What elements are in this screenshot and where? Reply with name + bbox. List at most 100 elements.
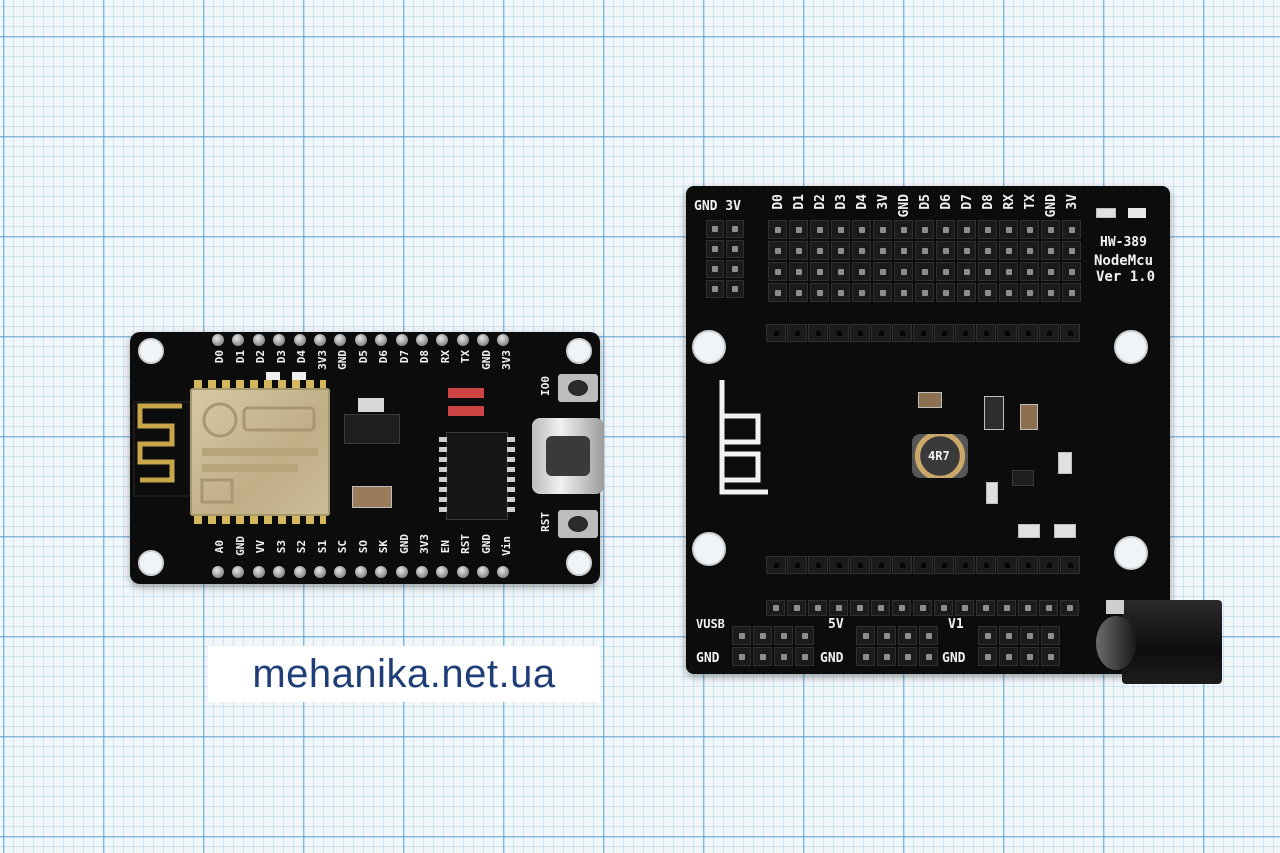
vusb-power-header — [732, 626, 814, 666]
gnd-label: GND — [696, 651, 720, 666]
gnd-label: GND — [942, 651, 966, 666]
board-name: NodeMcu — [1094, 253, 1154, 269]
pin-label: S1 — [316, 540, 329, 554]
pin-label: D2 — [813, 194, 828, 210]
watermark-label: mehanika.net.ua — [208, 646, 600, 702]
pin-label: EN — [439, 540, 452, 554]
pin-label: D1 — [234, 350, 247, 364]
regulator-chip — [1012, 470, 1034, 486]
capacitor — [918, 392, 942, 408]
power-label: VUSB — [696, 617, 725, 631]
pin-label: S3 — [275, 540, 288, 554]
bottom-female-socket — [766, 556, 1080, 574]
pin-label: D2 — [254, 350, 267, 364]
pin-label: D8 — [981, 194, 996, 210]
dc-barrel-jack — [1096, 600, 1224, 684]
corner-header-label: GND 3V — [694, 199, 741, 214]
v1-power-header — [978, 626, 1060, 666]
gnd-label: GND — [820, 651, 844, 666]
pin-label: VV — [254, 540, 267, 554]
mounting-hole — [1114, 536, 1148, 570]
mounting-hole — [138, 338, 164, 364]
5v-power-header — [856, 626, 938, 666]
pin-label: D8 — [418, 350, 431, 364]
pcb-antenna-trace — [133, 401, 191, 497]
pin-label: 3V3 — [500, 350, 513, 370]
pin-label: RX — [439, 350, 452, 364]
board-model: HW-389 — [1100, 235, 1147, 250]
led — [1096, 208, 1116, 218]
pin-label: RX — [1002, 194, 1017, 210]
led — [1018, 524, 1040, 538]
pin-label: GND — [480, 350, 493, 370]
pin-label: D4 — [295, 350, 308, 364]
pin-label: SK — [377, 540, 390, 554]
pin-label: D7 — [398, 350, 411, 364]
voltage-regulator-chip — [344, 414, 400, 444]
pin-label: D0 — [213, 350, 226, 364]
mounting-hole — [1114, 330, 1148, 364]
corner-pin-header — [706, 220, 744, 298]
pin-label: GND — [897, 194, 912, 218]
inductor-label: 4R7 — [928, 449, 950, 463]
breakout-pin-header — [768, 220, 1081, 302]
regulator-tab — [358, 398, 384, 412]
pin-label: GND — [336, 350, 349, 370]
inductor: 4R7 — [912, 434, 968, 478]
button-label: RST — [539, 512, 552, 532]
pin-label: D7 — [960, 194, 975, 210]
pin-label: D4 — [855, 194, 870, 210]
button-label: IO0 — [539, 376, 552, 396]
pin-label: 3V3 — [316, 350, 329, 370]
pin-label: S2 — [295, 540, 308, 554]
led — [1054, 524, 1076, 538]
watermark-text: mehanika.net.ua — [252, 651, 556, 696]
pin-label: 3V — [1065, 194, 1080, 210]
diode — [984, 396, 1004, 430]
resistor — [292, 372, 306, 380]
usb-c-connector — [532, 418, 604, 494]
top-female-socket — [766, 324, 1080, 342]
pin-label: 3V3 — [418, 534, 431, 554]
pin-label: D5 — [918, 194, 933, 210]
wifi-logo-icon — [200, 402, 318, 504]
reset-button[interactable] — [558, 510, 598, 538]
resistor — [986, 482, 998, 504]
pin-label: Vin — [500, 536, 513, 556]
pin-label: D6 — [377, 350, 390, 364]
top-pin-row — [212, 334, 518, 346]
capacitor — [352, 486, 392, 508]
pin-label: GND — [234, 536, 247, 556]
pin-label: 3V — [876, 194, 891, 210]
pin-label: D3 — [275, 350, 288, 364]
pin-label: D6 — [939, 194, 954, 210]
module-pads — [194, 516, 326, 524]
mounting-hole — [566, 338, 592, 364]
pin-label: GND — [1044, 194, 1059, 218]
usb-serial-chip — [439, 432, 515, 520]
diode — [448, 388, 484, 398]
pin-label: D5 — [357, 350, 370, 364]
board-version: Ver 1.0 — [1096, 269, 1156, 285]
mounting-hole — [692, 532, 726, 566]
flash-button[interactable] — [558, 374, 598, 402]
antenna-silkscreen-icon — [719, 380, 768, 495]
pin-label: SO — [357, 540, 370, 554]
resistor — [1058, 452, 1072, 474]
bottom-pin-row — [212, 566, 518, 578]
power-label: 5V — [828, 617, 844, 632]
bottom-pin-row — [766, 600, 1079, 616]
nodemcu-baseboard: GND 3V D0 D1 D2 D3 D4 3V GND D5 D6 D7 D8… — [686, 186, 1170, 674]
module-pads — [194, 380, 326, 388]
mounting-hole — [138, 550, 164, 576]
pin-label: RST — [459, 534, 472, 554]
pin-label: GND — [480, 534, 493, 554]
mounting-hole — [692, 330, 726, 364]
pin-label: D3 — [834, 194, 849, 210]
led — [1128, 208, 1146, 218]
nodemcu-board: D0 D1 D2 D3 D4 3V3 GND D5 D6 D7 D8 RX TX… — [130, 332, 604, 584]
pin-label: GND — [398, 534, 411, 554]
pin-label: TX — [1023, 194, 1038, 210]
capacitor — [1020, 404, 1038, 430]
